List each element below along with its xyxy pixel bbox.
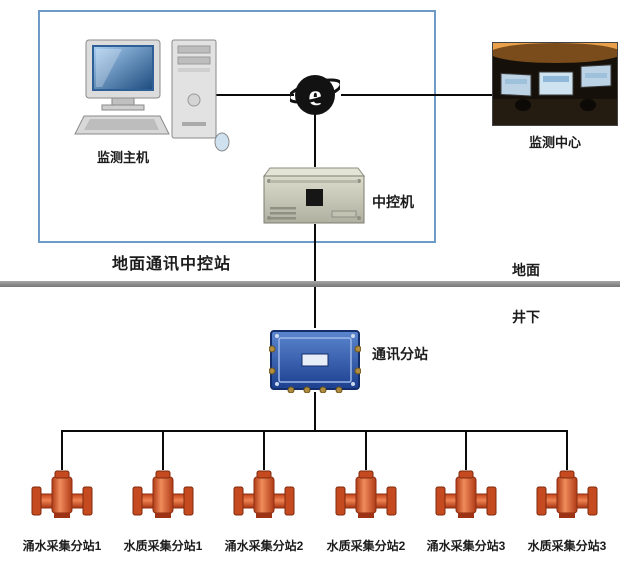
drop-line-5 <box>465 431 467 470</box>
device-label-1: 涌水采集分站1 <box>22 539 102 553</box>
underground-label: 井下 <box>512 309 540 325</box>
flow-sensor-icon-3 <box>233 470 295 518</box>
comm-substation-label: 通讯分站 <box>372 346 428 362</box>
junction-box-icon <box>269 330 361 393</box>
control-machine-label: 中控机 <box>372 194 414 210</box>
connector-control-to-substation <box>314 224 316 328</box>
device-label-2: 水质采集分站1 <box>123 539 203 553</box>
internet-e-icon: e <box>290 75 340 115</box>
device-label-4: 水质采集分站2 <box>326 539 406 553</box>
connector-internet-to-center <box>341 94 492 96</box>
flow-sensor-icon-5 <box>435 470 497 518</box>
drop-line-1 <box>61 431 63 470</box>
device-label-5: 涌水采集分站3 <box>426 539 506 553</box>
flow-sensor-icon-6 <box>536 470 598 518</box>
connector-host-to-internet <box>216 94 294 96</box>
drop-line-4 <box>365 431 367 470</box>
connector-substation-to-bus <box>314 392 316 432</box>
surface-underground-divider <box>0 281 620 287</box>
flow-sensor-icon-4 <box>335 470 397 518</box>
ground-station-label: 地面通讯中控站 <box>112 256 232 273</box>
monitor-host-label: 监测主机 <box>96 150 149 165</box>
device-label-6: 水质采集分站3 <box>527 539 607 553</box>
device-label-3: 涌水采集分站2 <box>224 539 304 553</box>
flow-sensor-icon-1 <box>31 470 93 518</box>
bus-line <box>61 430 568 432</box>
surface-label: 地面 <box>512 262 540 278</box>
monitor-center-label: 监测中心 <box>528 135 581 150</box>
flow-sensor-icon-2 <box>132 470 194 518</box>
connector-internet-to-control <box>314 113 316 167</box>
rackmount-server-icon <box>263 167 365 224</box>
drop-line-2 <box>162 431 164 470</box>
monitoring-center-scene <box>493 43 617 125</box>
drop-line-3 <box>263 431 265 470</box>
svg-text:e: e <box>308 79 321 112</box>
ground-station-box <box>38 10 436 243</box>
desktop-computer-icon <box>74 39 230 152</box>
drop-line-6 <box>566 431 568 470</box>
monitoring-center-photo <box>492 42 618 126</box>
